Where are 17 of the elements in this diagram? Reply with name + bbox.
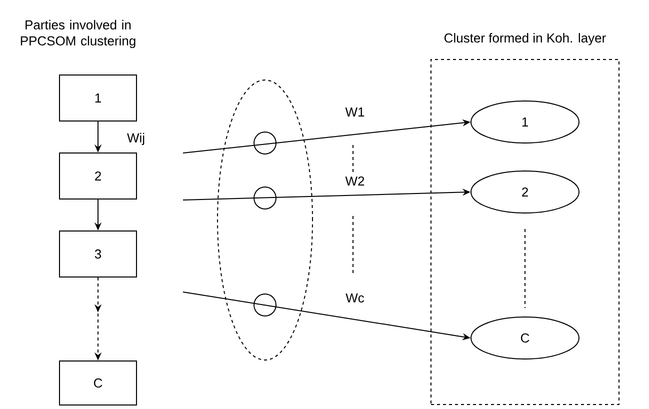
oval-node: C [470, 316, 580, 360]
oval-node [217, 80, 313, 360]
process-box: 3 [59, 230, 137, 278]
edge-label: Wc [344, 292, 366, 304]
circle-node [254, 186, 276, 210]
edge-label: Wij [126, 132, 146, 146]
process-box: 2 [59, 152, 137, 200]
oval-node: 1 [470, 100, 580, 144]
circle-node [254, 294, 276, 316]
process-box: C [59, 360, 137, 406]
edge-label: W1 [344, 106, 366, 118]
column-heading: Parties involved in PPCSOM clustering [20, 20, 136, 48]
circle-node [254, 132, 276, 154]
process-box: 1 [59, 74, 137, 122]
node-label: Cluster formed in Koh. layer [444, 33, 606, 46]
edge-label: W2 [344, 175, 366, 187]
oval-node: 2 [470, 170, 580, 214]
